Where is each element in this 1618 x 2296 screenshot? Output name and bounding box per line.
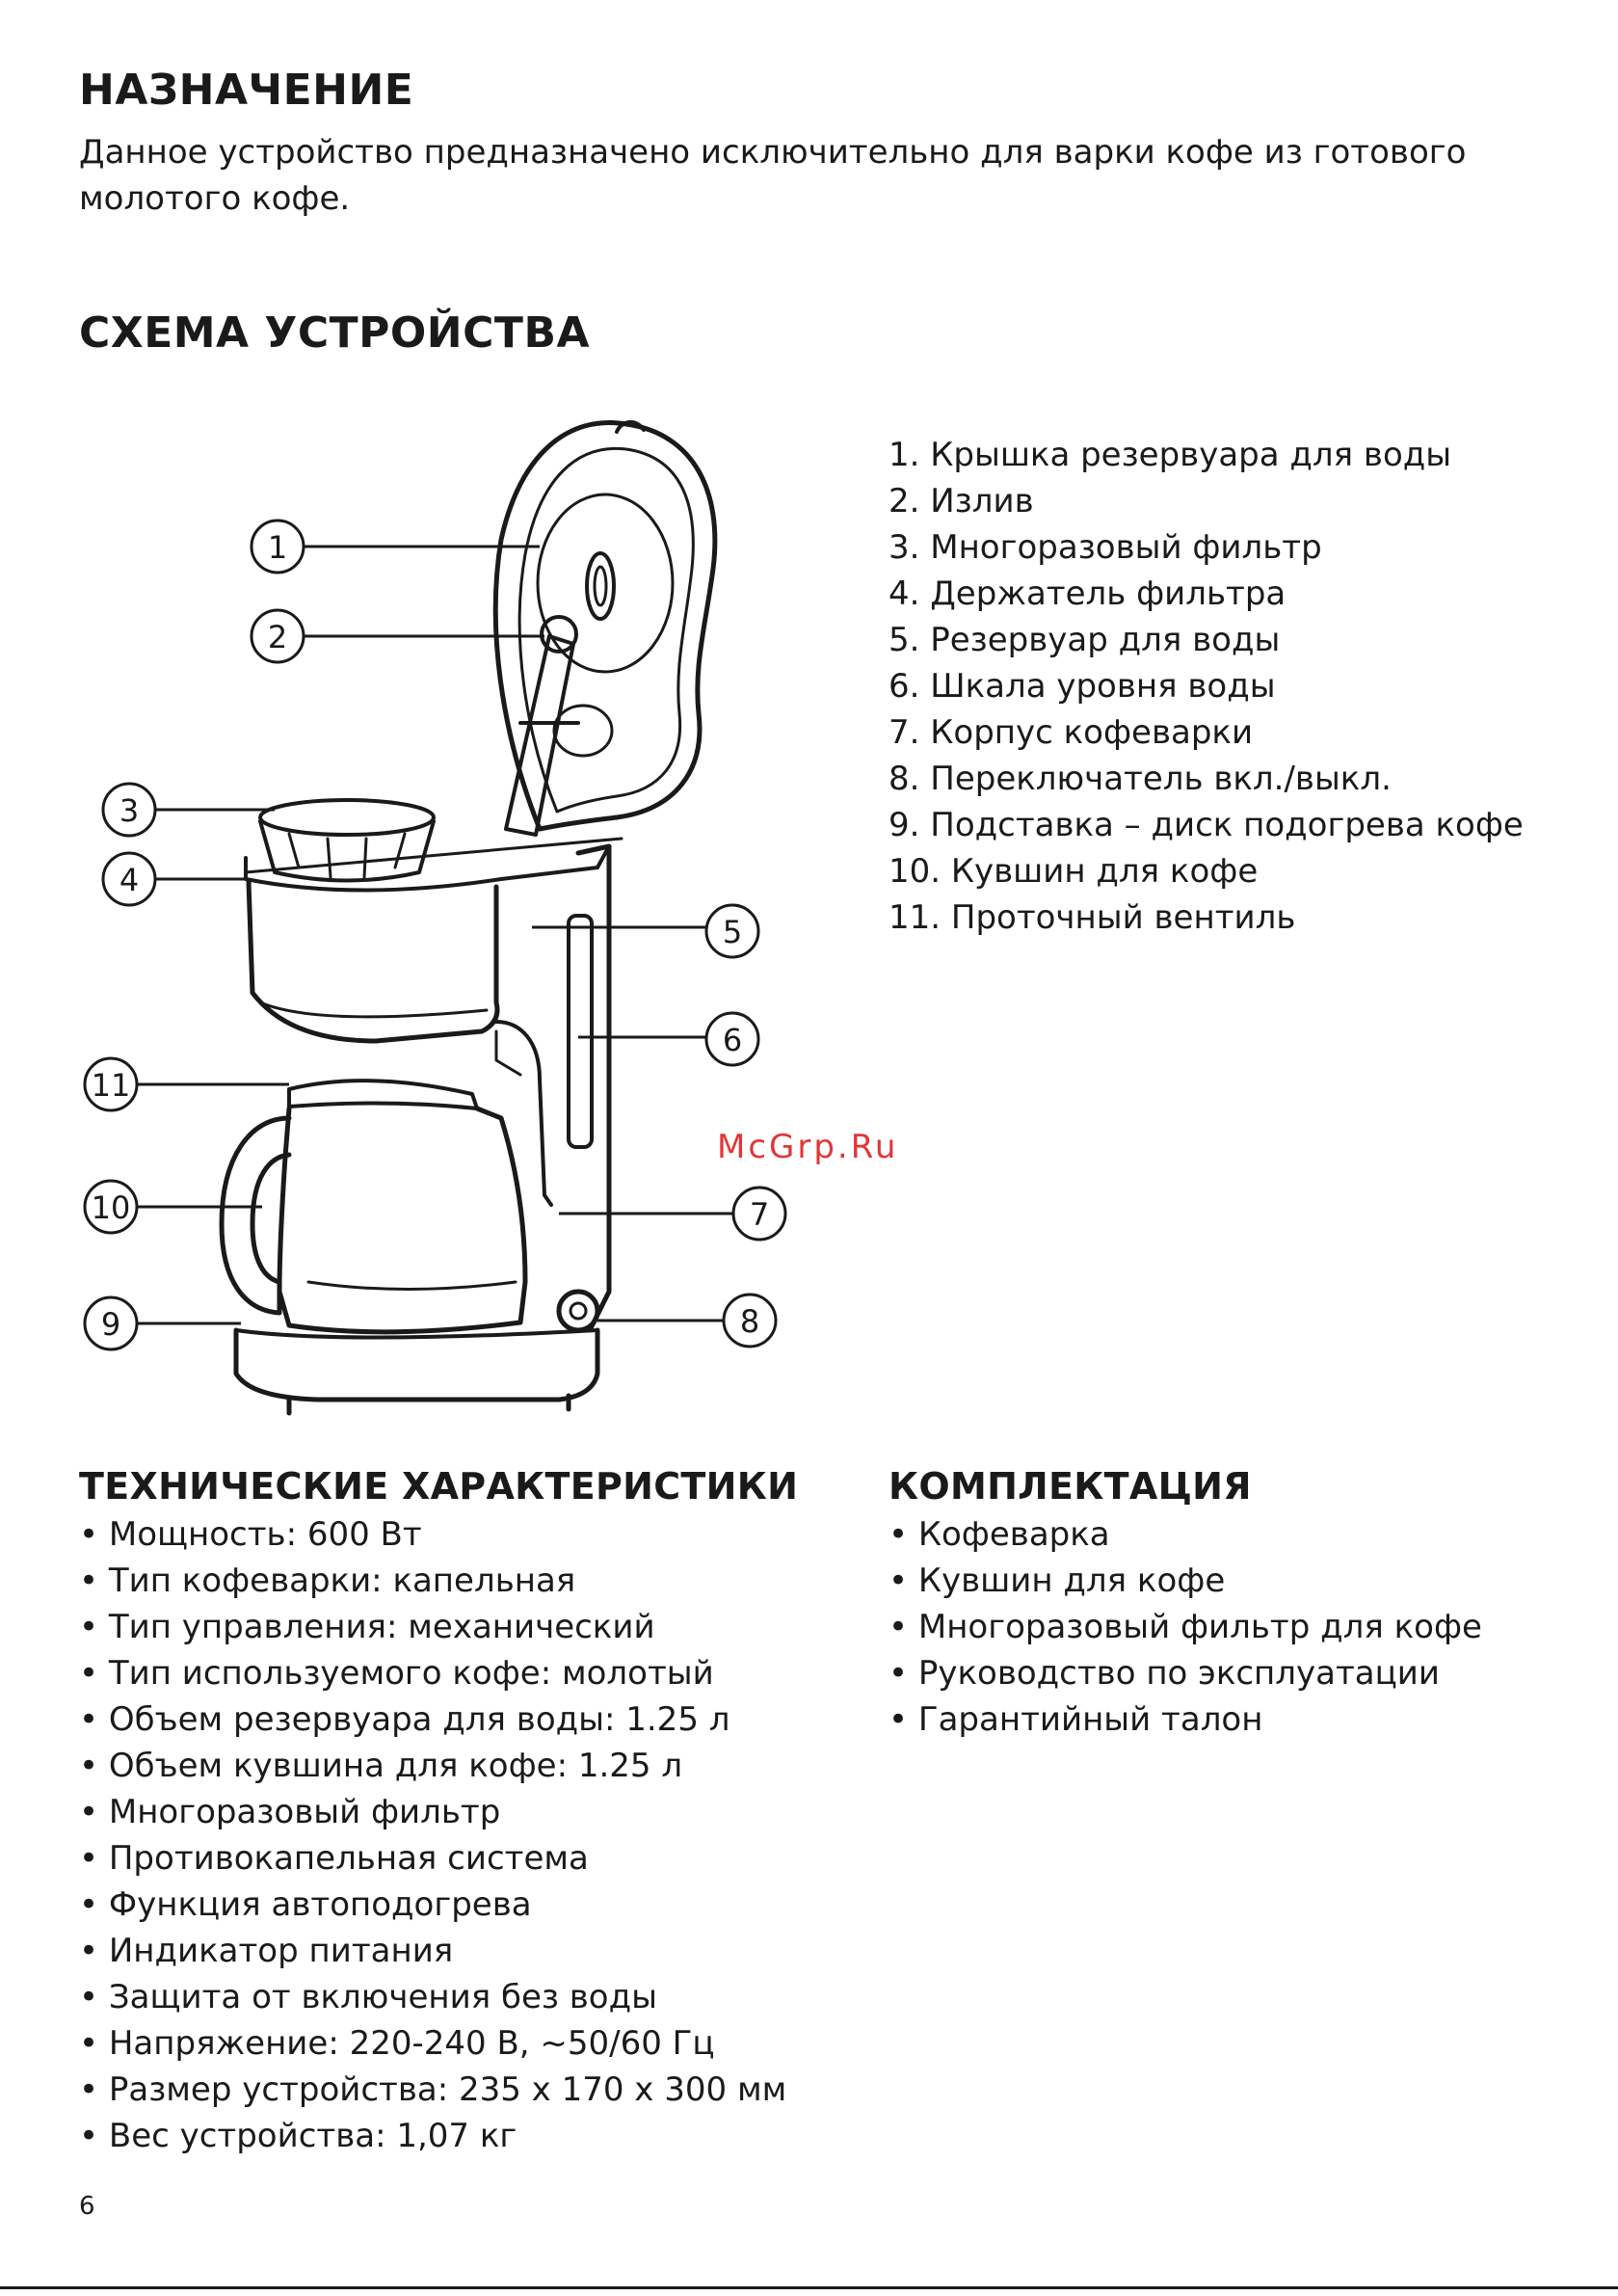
parts-list-item: 4. Держатель фильтра [889,574,1286,613]
spout-arm [504,634,575,837]
scheme-title: СХЕМА УСТРОЙСТВА [79,308,591,358]
purpose-title: НАЗНАЧЕНИЕ [79,66,414,115]
callout-circle-10 [83,1179,139,1235]
callout-circle-6 [704,1011,760,1067]
callout-circle-4 [101,851,157,907]
package-title: КОМПЛЕКТАЦИЯ [889,1465,1252,1508]
callout-circle-11 [83,1056,139,1112]
callout-number-2: 2 [268,619,287,655]
parts-list-item: 11. Проточный вентиль [889,898,1296,937]
page-number: 6 [79,2192,95,2221]
callout-number-9: 9 [101,1306,120,1343]
callout-circle-9 [83,1295,139,1351]
water-gauge [567,914,594,1149]
callout-circle-8 [722,1293,778,1348]
callout-circle-3 [101,782,157,838]
specs-list: • Мощность: 600 Вт • Тип кофеварки: капе… [79,1511,786,2159]
parts-list-item: 8. Переключатель вкл./выкл. [889,760,1392,798]
specs-title: ТЕХНИЧЕСКИЕ ХАРАКТЕРИСТИКИ [79,1465,799,1508]
callout-circle-7 [731,1186,787,1241]
lid-vent [585,551,616,621]
specs-list-item: • Размер устройства: 235 х 170 х 300 мм [79,2070,787,2109]
parts-list-item: 2. Излив [889,482,1034,521]
callout-number-7: 7 [750,1196,769,1233]
parts-list-item: 9. Подставка – диск подогрева кофе [889,806,1524,844]
lid-inner-outline [517,446,695,814]
callout-number-10: 10 [92,1189,131,1226]
lid-hinge [552,704,614,758]
package-list-item: • Кувшин для кофе [889,1562,1226,1600]
specs-list-item: • Объем резервуара для воды: 1.25 л [79,1700,730,1739]
spout-head [540,615,578,654]
specs-list-item: • Защита от включения без воды [79,1978,657,2016]
callout-circle-5 [704,903,760,959]
specs-list-item: • Тип кофеварки: капельная [79,1562,576,1600]
reservoir-bowl [246,879,500,1044]
parts-list-item: 1. Крышка резервуара для воды [889,436,1452,474]
callout-number-4: 4 [119,862,139,898]
specs-list-item: • Тип управления: механический [79,1608,655,1646]
parts-list-item: 7. Корпус кофеварки [889,713,1254,752]
base-plate [233,1327,600,1402]
parts-list-item: 6. Шкала уровня воды [889,667,1276,706]
parts-list-item: 3. Многоразовый фильтр [889,528,1322,567]
package-list-item: • Кофеварка [889,1515,1110,1554]
specs-list-item: • Тип используемого кофе: молотый [79,1654,714,1693]
specs-list-item: • Мощность: 600 Вт [79,1515,422,1554]
callout-number-6: 6 [723,1022,742,1058]
callout-circle-1 [250,519,305,574]
callout-number-1: 1 [268,529,287,566]
carafe-lid [287,1079,479,1110]
specs-list-item: • Многоразовый фильтр [79,1793,501,1831]
callout-number-5: 5 [723,914,742,950]
specs-list-item: • Напряжение: 220-240 В, ~50/60 Гц [79,2024,715,2063]
filter-basket [258,819,436,883]
specs-list-item: • Индикатор питания [79,1932,454,1970]
power-switch [556,1289,600,1333]
callout-number-8: 8 [740,1303,759,1340]
package-list-item: • Многоразовый фильтр для кофе [889,1608,1482,1646]
carafe-body [277,1106,528,1335]
parts-list-item: 5. Резервуар для воды [889,621,1281,659]
callout-number-3: 3 [119,792,139,829]
lid-handle [615,420,646,434]
specs-list-item: • Функция автоподогрева [79,1885,532,1924]
package-list: • Кофеварка • Кувшин для кофе • Многораз… [889,1511,1482,1743]
coffee-maker-diagram: 1 2 3 4 5 6 7 8 9 10 11 [83,420,787,1416]
purpose-text: Данное устройство предназначено исключит… [79,133,1467,218]
specs-list-item: • Вес устройства: 1,07 кг [79,2117,517,2155]
specs-list-item: • Объем кувшина для кофе: 1.25 л [79,1747,683,1785]
bottom-rule [0,2286,1618,2289]
parts-list-item: 10. Кувшин для кофе [889,852,1259,891]
watermark: McGrp.Ru [717,1128,899,1166]
filter-holder [244,844,611,893]
specs-list-item: • Противокапельная система [79,1839,589,1878]
lid-disc [536,493,675,674]
callout-number-11: 11 [92,1067,131,1104]
carafe-handle [219,1115,292,1316]
parts-list: 1. Крышка резервуара для воды 2. Излив 3… [889,432,1524,941]
package-list-item: • Руководство по эксплуатации [889,1654,1440,1693]
filter-rim [258,798,436,837]
package-list-item: • Гарантийный талон [889,1700,1263,1739]
callout-circle-2 [250,608,305,664]
lid-outline [492,420,718,832]
